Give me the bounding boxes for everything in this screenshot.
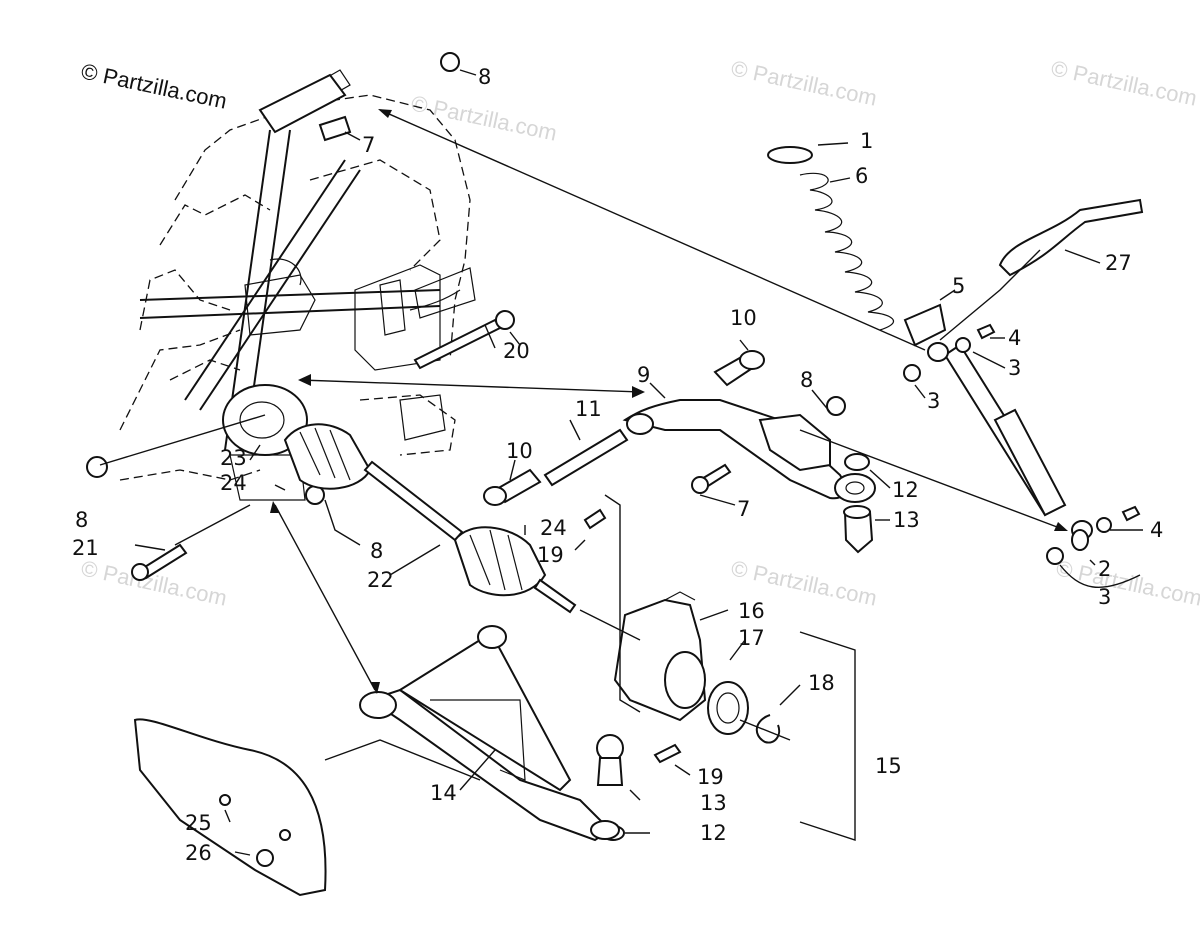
callout-10: 10 xyxy=(730,306,757,330)
part-11-sleeve xyxy=(543,428,629,487)
callout-24: 24 xyxy=(540,516,567,540)
callout-2: 2 xyxy=(1098,557,1111,581)
part-27-spanner xyxy=(998,198,1144,277)
part-22-cv-axle xyxy=(283,423,577,614)
callout-24: 24 xyxy=(220,471,247,495)
watermark: © Partzilla.com xyxy=(729,55,879,110)
callout-15: 15 xyxy=(875,754,902,778)
part-5-retainer xyxy=(903,303,947,347)
part-3-spacer xyxy=(903,337,1112,565)
callout-13: 13 xyxy=(893,508,920,532)
leader-lines xyxy=(134,69,1143,856)
callout-4: 4 xyxy=(1150,518,1163,542)
assembly-arrows xyxy=(99,109,1068,741)
watermark: © Partzilla.com xyxy=(409,90,559,145)
part-25-skid-plate xyxy=(133,718,327,897)
callout-labels: 1 2 3 3 3 4 4 5 6 7 7 8 8 8 8 9 10 10 11… xyxy=(72,65,1163,865)
callout-18: 18 xyxy=(808,671,835,695)
callout-8: 8 xyxy=(75,508,88,532)
callout-3: 3 xyxy=(1098,585,1111,609)
callout-22: 22 xyxy=(367,568,394,592)
leader-line xyxy=(509,331,521,346)
callout-14: 14 xyxy=(430,781,457,805)
callout-12: 12 xyxy=(700,821,727,845)
callout-17: 17 xyxy=(738,626,765,650)
callout-10: 10 xyxy=(506,439,533,463)
callout-23: 23 xyxy=(220,446,247,470)
part-9-upper-a-arm xyxy=(622,399,876,503)
callout-7: 7 xyxy=(362,133,375,157)
callout-3: 3 xyxy=(927,389,940,413)
part-7-bolt xyxy=(318,115,732,494)
callout-25: 25 xyxy=(185,811,212,835)
part-20-bolt xyxy=(413,310,515,370)
callout-5: 5 xyxy=(952,274,965,298)
part-2-bushing xyxy=(1071,529,1089,551)
callout-21: 21 xyxy=(72,536,99,560)
frame-assembly xyxy=(119,69,476,481)
callout-6: 6 xyxy=(855,164,868,188)
callout-12: 12 xyxy=(892,478,919,502)
part-1-washer xyxy=(767,146,813,164)
callout-13: 13 xyxy=(700,791,727,815)
callout-26: 26 xyxy=(185,841,212,865)
shock-absorber xyxy=(927,342,1093,540)
part-14-lower-a-arm xyxy=(359,625,620,842)
callout-8: 8 xyxy=(370,539,383,563)
callout-3: 3 xyxy=(1008,356,1021,380)
watermark: © Partzilla.com xyxy=(1054,555,1200,610)
watermark: © Partzilla.com xyxy=(1049,55,1199,110)
part-13-ball-joint xyxy=(596,505,874,786)
callout-16: 16 xyxy=(738,599,765,623)
group-bracket-15 xyxy=(799,631,856,841)
part-19-bolt xyxy=(583,508,682,764)
callout-8: 8 xyxy=(478,65,491,89)
part-21-bolt xyxy=(131,543,188,581)
part-4-bolt xyxy=(976,323,1141,522)
callout-4: 4 xyxy=(1008,326,1021,350)
part-16-knuckle xyxy=(613,591,707,722)
callout-19: 19 xyxy=(537,543,564,567)
part-6-spring xyxy=(799,172,894,331)
callout-11: 11 xyxy=(575,397,602,421)
callout-20: 20 xyxy=(503,339,530,363)
callout-9: 9 xyxy=(637,363,650,387)
callout-27: 27 xyxy=(1105,251,1132,275)
part-26-rivet xyxy=(256,849,274,867)
part-8-nut xyxy=(86,52,846,505)
callout-7: 7 xyxy=(737,497,750,521)
callout-1: 1 xyxy=(860,129,873,153)
copyright-text: © Partzilla.com xyxy=(79,58,229,113)
callout-8: 8 xyxy=(800,368,813,392)
callout-19: 19 xyxy=(697,765,724,789)
part-18-snap-ring xyxy=(755,714,781,744)
part-10-bushing xyxy=(483,350,765,506)
part-17-bearing xyxy=(707,681,749,735)
